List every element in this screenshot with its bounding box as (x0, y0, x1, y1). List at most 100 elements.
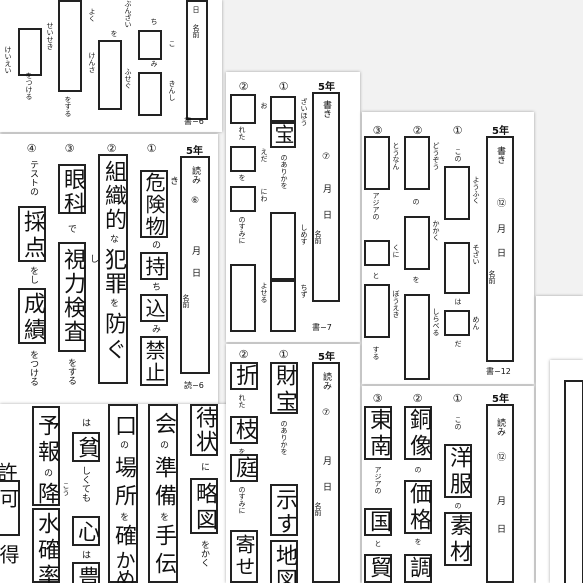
word-box (140, 294, 168, 322)
kanji: 水 (34, 512, 59, 534)
word-box (72, 516, 100, 546)
number-label: ⑥ (190, 196, 200, 206)
kanji: 組 (101, 160, 126, 182)
answer-box[interactable] (364, 136, 390, 190)
kanji: 降 (34, 482, 59, 504)
day-label: 日 (190, 268, 200, 277)
answer-box[interactable] (404, 136, 430, 190)
month-label: 月 (190, 246, 200, 255)
furigana: ざいほう (300, 98, 308, 126)
month-label: 月 (495, 496, 505, 505)
particle: を (238, 448, 246, 455)
kanji: 危 (142, 172, 166, 192)
word-box (72, 432, 100, 462)
kanji: 会 (151, 412, 176, 434)
ruby: し (88, 254, 98, 263)
word-box (270, 122, 296, 148)
answer-box[interactable] (364, 240, 390, 266)
answer-box[interactable] (270, 96, 296, 122)
answer-box[interactable] (444, 310, 470, 336)
word-box (32, 508, 60, 583)
furigana: かかく (432, 220, 440, 241)
answer-box[interactable] (230, 94, 256, 124)
word-box (230, 530, 258, 583)
kanji: 財 (272, 364, 297, 386)
kanji: 東南 (366, 408, 391, 460)
word-box (32, 406, 60, 506)
text: のすみに (238, 216, 246, 244)
sheet-code: 書−12 (486, 367, 511, 376)
day-label: 日 (192, 6, 200, 13)
kanji: 備 (151, 484, 176, 506)
question-number: ① (451, 392, 464, 405)
ruby: こう (62, 482, 70, 496)
furigana: こ (168, 40, 176, 47)
grade-label: 5年 (492, 126, 509, 137)
answer-box[interactable] (98, 40, 122, 110)
answer-box[interactable] (18, 28, 42, 76)
day-label: 日 (495, 524, 505, 533)
answer-box[interactable] (230, 264, 256, 332)
particle: と (374, 540, 382, 547)
kanji: 報 (34, 440, 59, 462)
prefix-text: この (454, 148, 462, 162)
answer-box[interactable] (230, 186, 256, 212)
kanji: 略 (192, 482, 217, 504)
okurigana: れた (238, 394, 246, 408)
name-label: 名前 (192, 24, 200, 38)
grade-label: 5年 (492, 394, 509, 405)
title-label: 読み (495, 418, 505, 436)
word-box (140, 170, 168, 238)
furigana: しめす (300, 224, 308, 245)
furigana: どうぞう (432, 142, 440, 170)
okurigana: しくても (80, 466, 90, 502)
sheet-code: 読−6 (184, 381, 204, 390)
particle: の (414, 466, 422, 473)
furigana: にわ (260, 188, 268, 202)
answer-box[interactable] (404, 294, 430, 380)
answer-box[interactable] (138, 30, 162, 60)
word-box (230, 454, 258, 482)
number-label: ⑫ (495, 452, 505, 461)
kanji: 示 (272, 488, 297, 510)
furigana: よく (88, 8, 96, 22)
answer-box[interactable] (270, 280, 296, 332)
kanji: 禁 (142, 340, 166, 360)
tail-text: をする (64, 96, 72, 117)
furigana: ぶんざい (124, 0, 132, 28)
worksheet-read-6: 5年 読み ⑥ 月 日 名前 読−6 ① き 危 険 物 の 持 ち 込 み 禁… (0, 134, 218, 404)
furigana: とうなん (392, 142, 400, 170)
grade-label: 5年 (318, 352, 335, 363)
answer-box[interactable] (364, 284, 390, 338)
answer-box[interactable] (404, 216, 430, 270)
furigana: せいせき (46, 22, 54, 50)
text: アジアの (372, 192, 380, 220)
answer-box[interactable] (230, 146, 256, 172)
furigana: ち (150, 18, 158, 25)
particle: と (372, 272, 380, 279)
particle: は (80, 550, 90, 559)
tail-text: を (110, 30, 118, 37)
date-box[interactable] (186, 0, 208, 120)
particle: の (42, 468, 52, 477)
answer-box[interactable] (58, 0, 82, 92)
worksheet-write-6: けいえい をつける せいせき をする よく けんさ ぶんざい を ふせぐ ち み… (0, 0, 222, 132)
header-box (486, 404, 514, 583)
kanji: 心 (74, 520, 99, 542)
furigana: けいえい (4, 46, 12, 74)
furigana: そざい (472, 244, 480, 265)
name-label: 名前 (314, 502, 322, 516)
word-box (270, 362, 298, 414)
answer-box[interactable] (270, 212, 296, 280)
kanji: 場 (111, 456, 136, 478)
word-box (190, 404, 218, 456)
answer-box[interactable] (444, 166, 470, 220)
kanji: 予 (34, 414, 59, 436)
kanji: 素材 (446, 514, 471, 566)
particle: を (414, 538, 422, 545)
kanji: 手 (151, 524, 176, 546)
kanji: 込 (142, 298, 166, 318)
answer-box[interactable] (444, 242, 470, 294)
kanji: 庭 (232, 456, 257, 478)
answer-box[interactable] (138, 72, 162, 116)
